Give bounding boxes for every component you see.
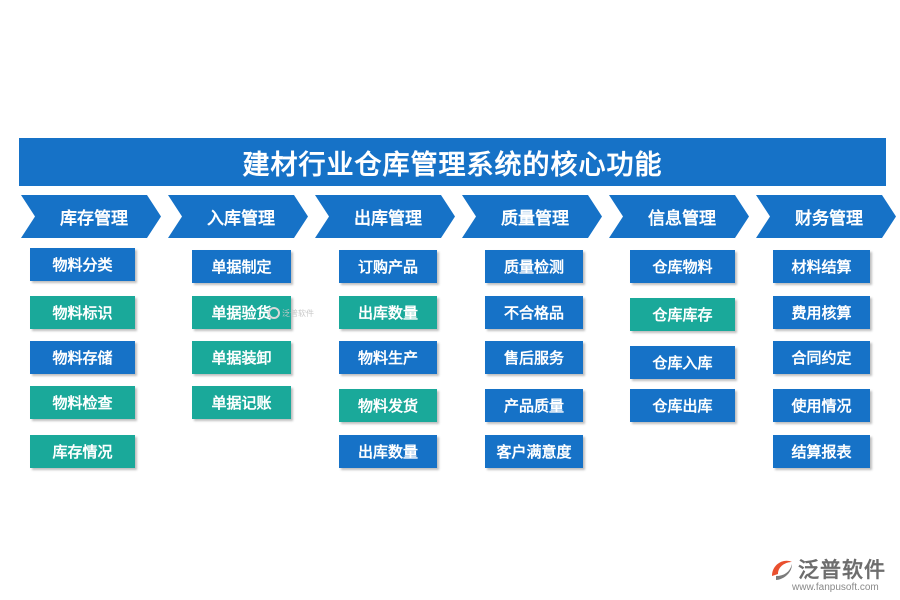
function-item: 质量检测 bbox=[485, 250, 583, 283]
function-item: 使用情况 bbox=[773, 389, 870, 422]
function-item: 物料分类 bbox=[30, 248, 135, 281]
function-item: 材料结算 bbox=[773, 250, 870, 283]
brand-url: www.fanpusoft.com bbox=[792, 582, 879, 593]
function-item: 物料存储 bbox=[30, 341, 135, 374]
brand-name: 泛普软件 bbox=[798, 558, 886, 582]
watermark-logo-icon bbox=[268, 307, 280, 319]
page-title: 建材行业仓库管理系统的核心功能 bbox=[19, 138, 886, 186]
column-header: 库存管理 bbox=[21, 195, 161, 238]
brand-logo-block: 泛普软件 www.fanpusoft.com bbox=[768, 552, 893, 596]
function-item: 不合格品 bbox=[485, 296, 583, 329]
function-item: 仓库库存 bbox=[630, 298, 735, 331]
column-header: 信息管理 bbox=[609, 195, 749, 238]
column-header: 入库管理 bbox=[168, 195, 308, 238]
column-header: 出库管理 bbox=[315, 195, 455, 238]
watermark-text: 泛普软件 bbox=[282, 308, 314, 318]
function-item: 合同约定 bbox=[773, 341, 870, 374]
function-item: 结算报表 bbox=[773, 435, 870, 468]
function-item: 仓库物料 bbox=[630, 250, 735, 283]
function-item: 单据装卸 bbox=[192, 341, 291, 374]
function-item: 售后服务 bbox=[485, 341, 583, 374]
fanpu-logo-icon bbox=[772, 560, 792, 580]
function-item: 订购产品 bbox=[339, 250, 437, 283]
function-item: 物料生产 bbox=[339, 341, 437, 374]
function-item: 仓库入库 bbox=[630, 346, 735, 379]
function-item: 费用核算 bbox=[773, 296, 870, 329]
function-item: 物料发货 bbox=[339, 389, 437, 422]
function-item: 出库数量 bbox=[339, 435, 437, 468]
function-item: 物料标识 bbox=[30, 296, 135, 329]
function-item: 出库数量 bbox=[339, 296, 437, 329]
function-item: 库存情况 bbox=[30, 435, 135, 468]
watermark: 泛普软件 bbox=[268, 303, 318, 323]
column-header: 质量管理 bbox=[462, 195, 602, 238]
column-header: 财务管理 bbox=[756, 195, 896, 238]
function-item: 仓库出库 bbox=[630, 389, 735, 422]
function-item: 产品质量 bbox=[485, 389, 583, 422]
function-item: 单据记账 bbox=[192, 386, 291, 419]
function-item: 单据验货 bbox=[192, 296, 291, 329]
function-item: 客户满意度 bbox=[485, 435, 583, 468]
function-item: 单据制定 bbox=[192, 250, 291, 283]
function-item: 物料检查 bbox=[30, 386, 135, 419]
